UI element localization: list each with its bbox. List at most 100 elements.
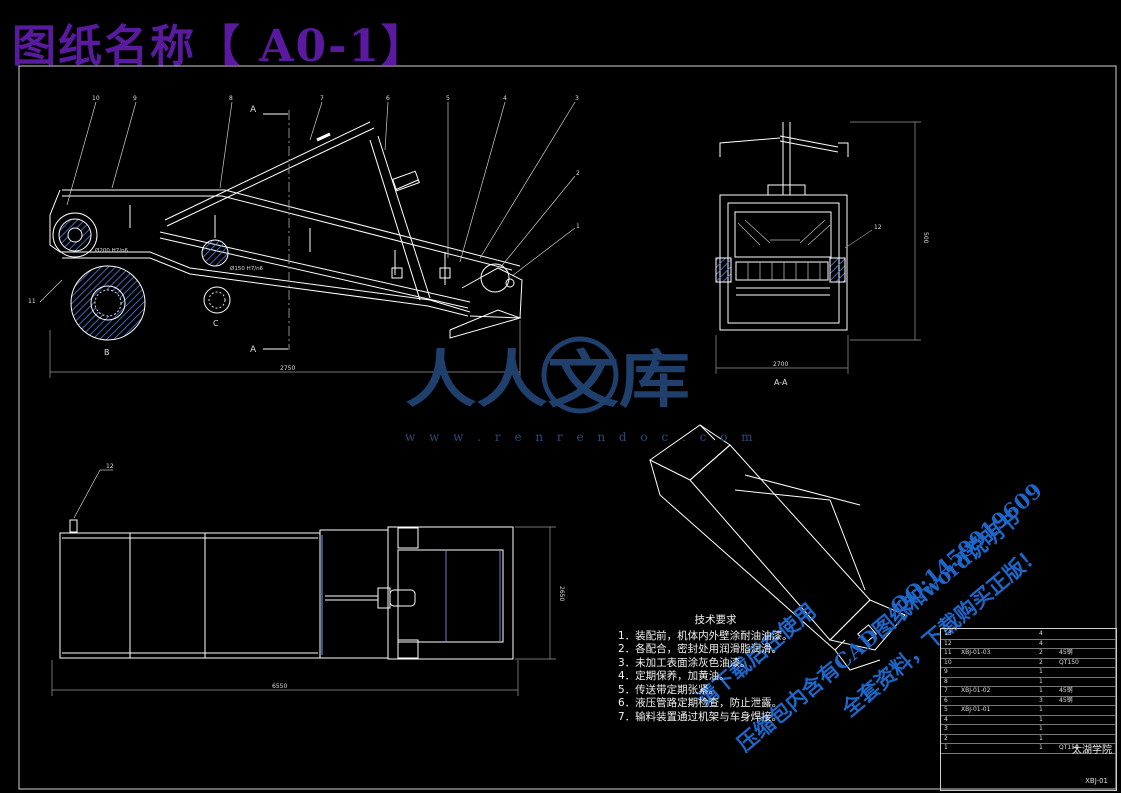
watermark-brand-text: 人人文库 bbox=[405, 343, 690, 416]
part-label-11: 11 bbox=[28, 298, 36, 305]
parts-list-row: 5 XBJ-01-01 1 bbox=[941, 705, 1116, 716]
overall-dimension: 2750 bbox=[280, 365, 295, 372]
parts-list-cell: 1 bbox=[944, 744, 948, 751]
tech-requirement-2: 2．各配合，密封处用润滑脂润滑。 bbox=[618, 643, 783, 655]
main-view bbox=[39, 101, 576, 378]
fit-label-front: Ø200 H7/n6 bbox=[95, 247, 129, 254]
section-marker-bottom: A bbox=[250, 345, 257, 355]
parts-list-cell: 1 bbox=[1039, 706, 1043, 713]
parts-list-cell: 1 bbox=[1039, 677, 1043, 685]
part-label-6: 6 bbox=[386, 95, 390, 102]
main-view-labels: 10 9 8 7 6 5 4 3 2 1 11 A A Ø200 H7/n6 Ø… bbox=[28, 95, 580, 372]
parts-list-cell: XBJ-01-03 bbox=[961, 649, 991, 656]
section-aa-view bbox=[715, 121, 921, 374]
parts-list-cell: 4 bbox=[1039, 630, 1043, 637]
parts-list-cell: 1 bbox=[1039, 744, 1043, 751]
plan-width-dim: 2650 bbox=[558, 586, 565, 601]
parts-list-cell: 3 bbox=[1039, 696, 1043, 704]
parts-list-row: 12 4 bbox=[941, 639, 1116, 649]
drawing-code: XBJ-01 bbox=[1085, 777, 1108, 785]
parts-list-cell: XBJ-01-01 bbox=[961, 706, 991, 713]
part-label-8: 8 bbox=[229, 95, 233, 102]
part-label-4: 4 bbox=[503, 95, 507, 102]
parts-list-cell: QT150 bbox=[1059, 658, 1079, 666]
drawing-border bbox=[18, 65, 1117, 790]
part-label-9: 9 bbox=[133, 95, 137, 102]
parts-list-cell: 1 bbox=[1039, 687, 1043, 694]
detail-label-b: B bbox=[104, 348, 110, 357]
parts-list-cell: XBJ-01-02 bbox=[961, 687, 991, 694]
parts-list-cell: 8 bbox=[944, 677, 948, 685]
tech-requirement-1: 1．装配前，机体内外壁涂耐油油漆。 bbox=[618, 629, 793, 642]
fit-label-middle: Ø150 H7/n6 bbox=[230, 265, 264, 272]
watermark-logo-ring bbox=[541, 336, 619, 414]
part-label-10: 10 bbox=[92, 95, 100, 102]
parts-list-cell: QT150 bbox=[1059, 744, 1079, 751]
plan-part-label: 12 bbox=[106, 463, 114, 470]
section-aa-height-dim: 500 bbox=[922, 232, 929, 244]
parts-list-cell: 45钢 bbox=[1059, 696, 1073, 704]
detail-label-c: C bbox=[213, 319, 219, 328]
school-name: 太湖学院 bbox=[1072, 745, 1112, 756]
isometric-view bbox=[649, 424, 906, 671]
parts-list-row: 1 1 QT150 bbox=[941, 743, 1116, 754]
page-title: 图纸名称【 A0-1】 bbox=[12, 21, 427, 72]
parts-list-cell: 5 bbox=[944, 706, 948, 713]
parts-list-cell: 10 bbox=[944, 658, 952, 666]
parts-list-cell: 2 bbox=[944, 734, 948, 742]
parts-list-cell: 45钢 bbox=[1059, 649, 1073, 656]
parts-list-cell: 4 bbox=[1039, 639, 1043, 647]
parts-list-cell: 6 bbox=[944, 696, 948, 704]
watermark-brand: 人人文库 bbox=[405, 325, 695, 450]
parts-list-cell: 9 bbox=[944, 668, 948, 675]
part-label-7: 7 bbox=[320, 95, 324, 102]
parts-list-cell: 4 bbox=[944, 715, 948, 723]
parts-list-row: 10 2 QT150 bbox=[941, 658, 1116, 668]
parts-list-cell: 2 bbox=[1039, 649, 1043, 656]
tech-requirements-title: 技术要求 bbox=[694, 614, 737, 626]
tech-requirement-3: 3．未加工表面涂灰色油漆。 bbox=[618, 656, 751, 669]
section-aa-caption: A-A bbox=[774, 378, 788, 387]
parts-list-cell: 7 bbox=[944, 687, 948, 694]
tech-requirement-5: 5．传送带定期张紧。 bbox=[618, 683, 720, 696]
tech-requirement-7: 7．输料装置通过机架与车身焊接。 bbox=[618, 710, 783, 723]
watermark-url: w w w . r e n r e n d o c . c o m bbox=[405, 430, 758, 444]
parts-list-cell: 12 bbox=[944, 639, 952, 647]
watermark-logo bbox=[541, 336, 619, 414]
parts-list-row: 11 XBJ-01-03 2 45钢 bbox=[941, 648, 1116, 659]
tech-requirement-4: 4．定期保养，加黄油。 bbox=[618, 670, 730, 682]
parts-list-row: 7 XBJ-01-02 1 45钢 bbox=[941, 686, 1116, 697]
parts-list-row: 6 3 45钢 bbox=[941, 696, 1116, 706]
parts-list-cell: 1 bbox=[1039, 734, 1043, 742]
parts-list-cell: 45钢 bbox=[1059, 687, 1073, 694]
plan-length-dim: 6550 bbox=[272, 683, 287, 690]
section-aa-width-dim: 2700 bbox=[773, 361, 788, 368]
parts-list-row: 13 4 bbox=[941, 629, 1116, 640]
plan-view-labels: 12 6550 2650 bbox=[106, 463, 565, 690]
parts-list-cell: 2 bbox=[1039, 658, 1043, 666]
parts-list-cell: 3 bbox=[944, 725, 948, 732]
parts-list-cell: 1 bbox=[1039, 668, 1043, 675]
part-label-1: 1 bbox=[576, 223, 580, 230]
watermark-brand-label: 人人文库 bbox=[405, 343, 690, 416]
plan-view bbox=[51, 469, 556, 696]
part-label-5: 5 bbox=[446, 95, 450, 102]
parts-list-cell: 11 bbox=[944, 649, 952, 656]
section-aa-part-label: 12 bbox=[874, 224, 882, 231]
tech-requirement-6: 6．液压管路定期检查，防止泄露。 bbox=[618, 697, 783, 709]
section-marker-top: A bbox=[250, 105, 257, 115]
parts-list-cell: 1 bbox=[1039, 725, 1043, 732]
tech-requirements: 技术要求 1．装配前，机体内外壁涂耐油油漆。 2．各配合，密封处用润滑脂润滑。 … bbox=[618, 614, 833, 724]
parts-list-cell: 13 bbox=[944, 630, 952, 637]
parts-list-cell: 1 bbox=[1039, 715, 1043, 723]
part-label-2: 2 bbox=[576, 170, 580, 177]
part-label-3: 3 bbox=[575, 95, 579, 102]
section-aa-labels: A-A 2700 500 12 bbox=[773, 224, 929, 387]
